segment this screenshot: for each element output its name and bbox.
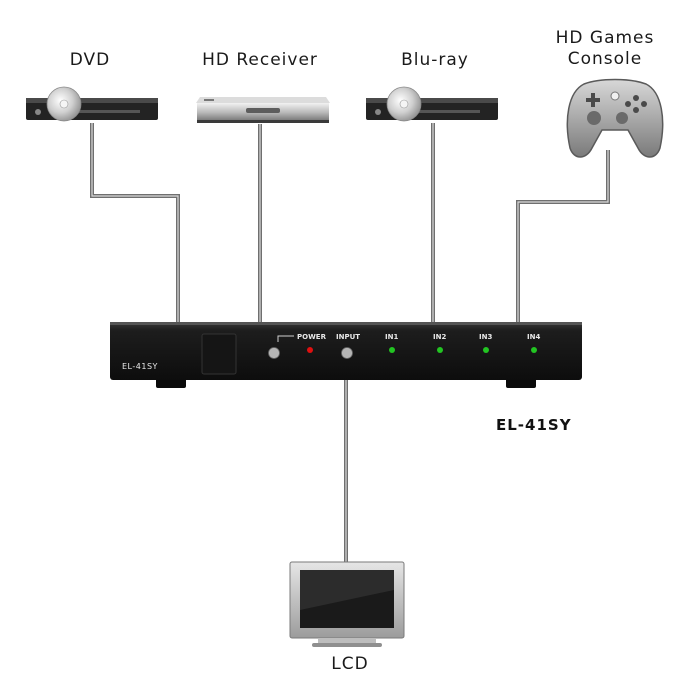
- games-console-label-line2: Console: [567, 49, 643, 69]
- bluray-label: Blu-ray: [401, 50, 469, 70]
- in1-led: [389, 347, 395, 353]
- bluray-player-icon: [366, 86, 498, 122]
- cable-dvd: [90, 123, 180, 322]
- game-controller-icon: [566, 78, 664, 158]
- in4-label: IN4: [527, 333, 540, 341]
- in2-led: [437, 347, 443, 353]
- games-console-label: HD Games Console: [530, 28, 680, 70]
- dvd-player-icon: [26, 86, 158, 122]
- power-label: POWER: [297, 333, 327, 341]
- games-console-label-line1: HD Games: [555, 28, 655, 48]
- switcher-model-caption: EL-41SY: [496, 416, 572, 434]
- hd-receiver-icon: [196, 97, 330, 123]
- in4-led: [531, 347, 537, 353]
- switcher-device: POWER INPUT IN1 IN2 IN3 IN4 EL-41SY: [110, 322, 582, 388]
- input-button[interactable]: [341, 347, 353, 359]
- lcd-label: LCD: [331, 654, 369, 674]
- in2-label: IN2: [433, 333, 446, 341]
- panel-model-label: EL-41SY: [122, 362, 158, 371]
- in3-label: IN3: [479, 333, 492, 341]
- lcd-tv-icon: [289, 561, 405, 647]
- power-button[interactable]: [268, 347, 280, 359]
- in1-label: IN1: [385, 333, 398, 341]
- hd-receiver-label: HD Receiver: [202, 50, 318, 70]
- in3-led: [483, 347, 489, 353]
- cable-games-console: [516, 150, 610, 322]
- dvd-label: DVD: [69, 50, 111, 70]
- input-label: INPUT: [336, 333, 360, 341]
- power-led: [307, 347, 313, 353]
